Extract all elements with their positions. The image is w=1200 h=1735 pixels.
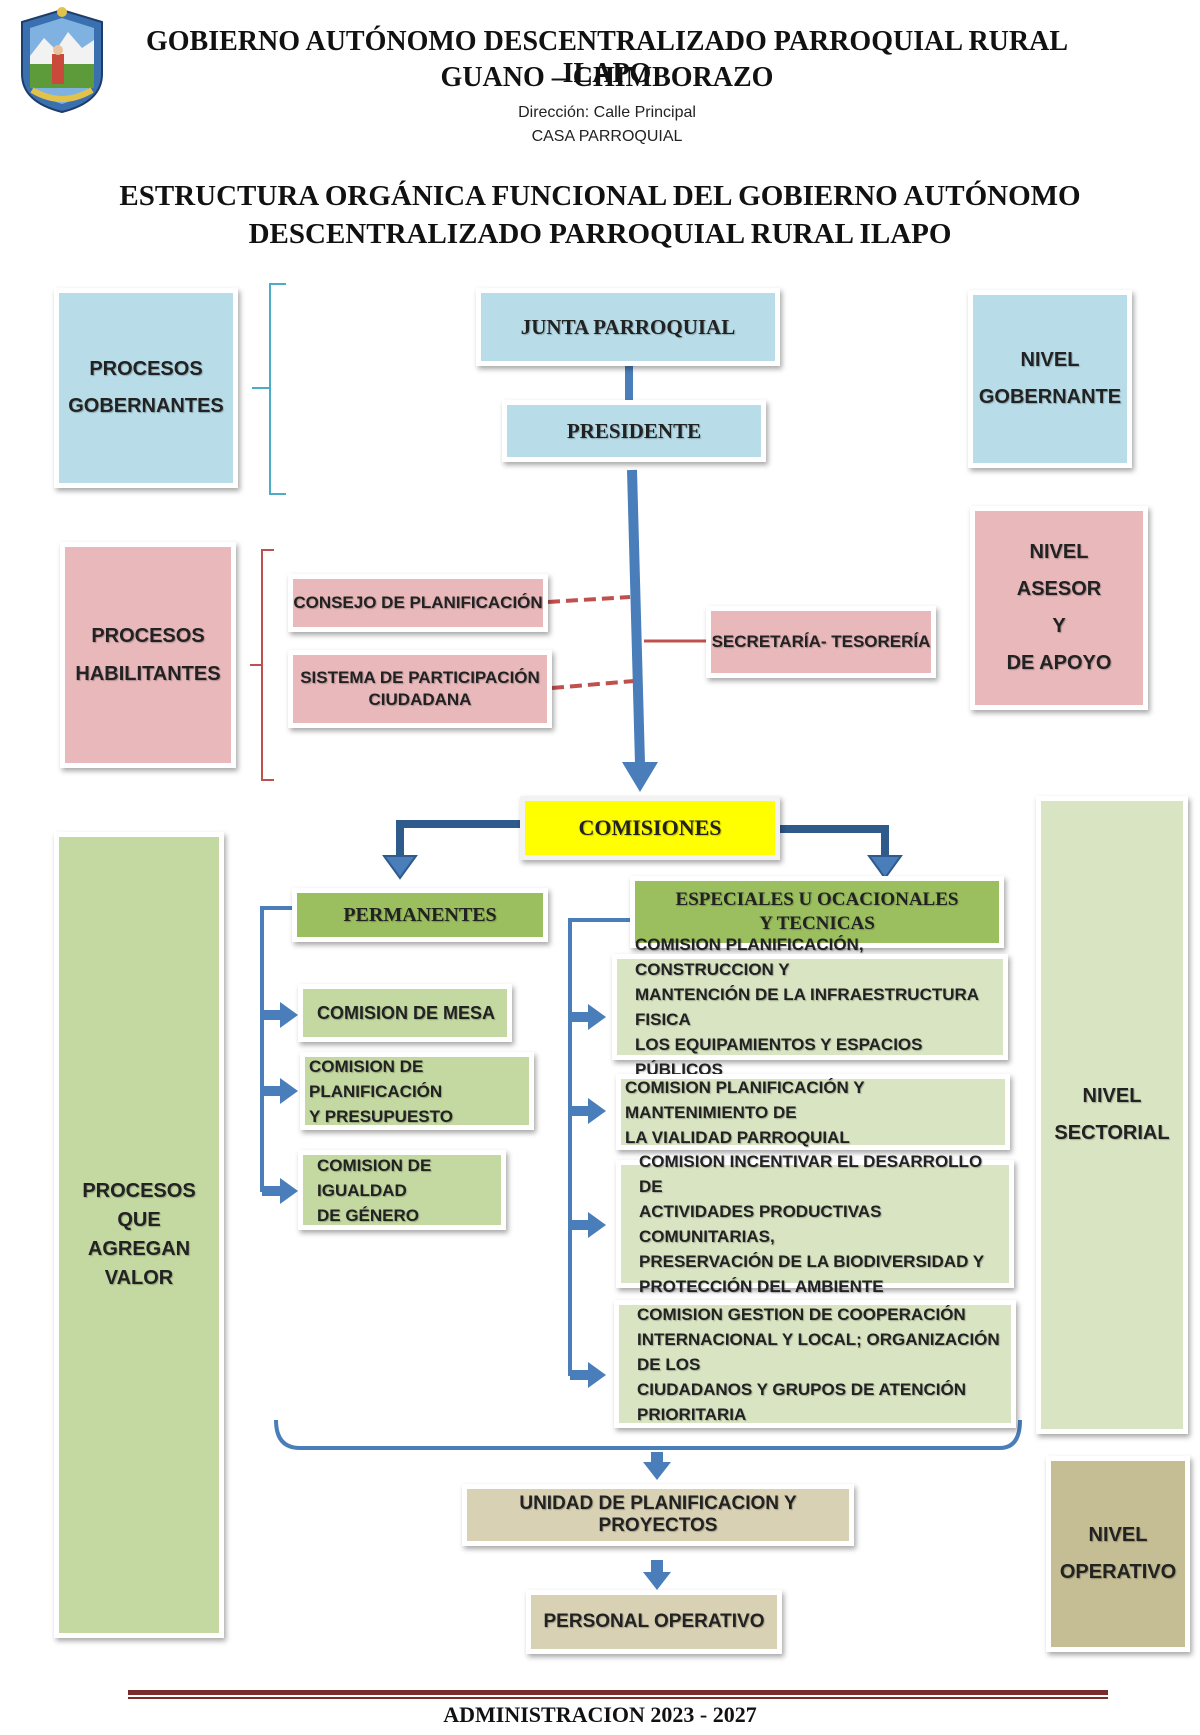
diagram-title-line2: DESCENTRALIZADO PARROQUIAL RURAL ILAPO [248,218,952,250]
commission-especial-vialidad: COMISION PLANIFICACIÓN Y MANTENIMIENTO D… [616,1074,1010,1150]
node-personal-operativo: PERSONAL OPERATIVO [526,1590,782,1654]
commission-permanente-mesa: COMISION DE MESA [298,984,512,1042]
brace-habilitantes [250,549,274,781]
parish-coat-of-arms-logo [12,4,112,116]
header-location: GUANO – CHIMBORAZO [440,62,774,93]
brace-gobernantes [252,283,286,495]
node-unidad-planificacion: UNIDAD DE PLANIFICACION Y PROYECTOS [462,1484,854,1546]
footer-administracion: ADMINISTRACION 2023 - 2027 [443,1702,757,1727]
node-junta-parroquial: JUNTA PARROQUIAL [476,288,780,366]
node-secretaria-tesoreria: SECRETARÍA- TESORERÍA [706,606,936,678]
node-permanentes: PERMANENTES [292,888,548,942]
diagram-title-line1: ESTRUCTURA ORGÁNICA FUNCIONAL DEL GOBIER… [119,180,1081,212]
header-address: Dirección: Calle Principal [518,104,696,121]
header-place: CASA PARROQUIAL [531,128,683,145]
node-consejo-planificacion: CONSEJO DE PLANIFICACIÓN [288,574,548,632]
header-institution-name: GOBIERNO AUTÓNOMO DESCENTRALIZADO PARROQ… [145,26,1069,89]
node-presidente: PRESIDENTE [502,400,766,462]
node-comisiones: COMISIONES [520,796,780,860]
